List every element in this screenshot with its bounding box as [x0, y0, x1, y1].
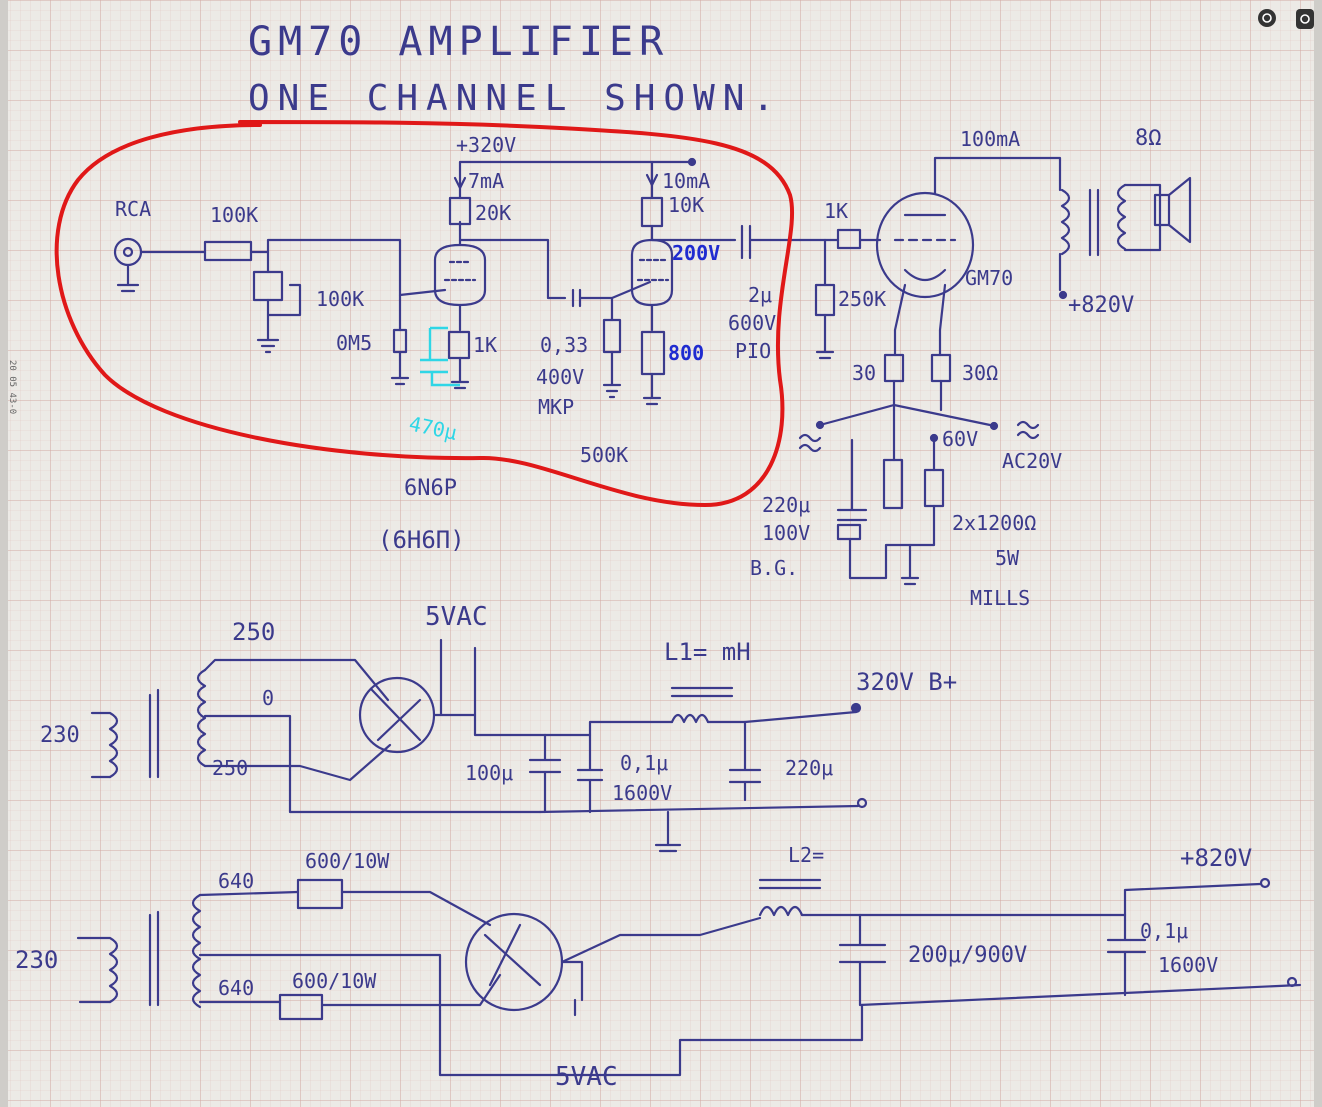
psu1-cap2-volt-label: 1600V — [612, 781, 672, 805]
bias-volt-label: 60V — [942, 427, 978, 451]
psu2-primary-label: 230 — [15, 946, 58, 974]
bias-res-brand-label: MILLS — [970, 586, 1030, 610]
bias-cap-label: 220μ — [762, 493, 810, 517]
psu2-output-label: +820V — [1180, 844, 1252, 872]
psu1-output-label: 320V B+ — [856, 668, 957, 696]
psu1-cap3-label: 220μ — [785, 756, 833, 780]
tag-icon[interactable] — [1296, 9, 1314, 29]
psu1-primary-label: 230 — [40, 723, 80, 748]
speaker-label: 8Ω — [1135, 126, 1162, 151]
grid2-leak-label: 500K — [580, 443, 628, 467]
input-stage — [113, 157, 802, 406]
psu2-cap2-value-label: 0,1μ — [1140, 919, 1188, 943]
bias-cap-volt-label: 100V — [762, 521, 810, 545]
psu1-cap1-label: 100μ — [465, 761, 513, 785]
coupling1-volt-label: 400V — [536, 365, 584, 389]
psu1-sec-top-label: 250 — [232, 618, 275, 646]
supply-label: +320V — [456, 133, 516, 157]
plate2-res-label: 10K — [668, 193, 704, 217]
psu1-center-label: 0 — [262, 686, 274, 710]
grid-leak-label: 0M5 — [336, 331, 372, 355]
gm70-tube — [875, 191, 975, 299]
rca-label: RCA — [115, 197, 151, 221]
bypass-capacitor — [420, 326, 460, 387]
plate-current-label: 100mA — [960, 127, 1020, 151]
coupling1-type-label: MKP — [538, 395, 574, 419]
graph-grid — [8, 0, 1314, 1107]
plate2-volt-label: 200V — [672, 241, 720, 265]
triode-2 — [630, 238, 674, 307]
filament-res2-label: 30Ω — [962, 361, 998, 385]
plate2-current-label: 10mA — [662, 169, 710, 193]
psu1-heater-label: 5VAC — [425, 602, 488, 632]
psu1-cap2-value-label: 0,1μ — [620, 751, 668, 775]
page-subtitle: ONE CHANNEL SHOWN. — [248, 78, 782, 119]
psu-320v — [90, 638, 868, 853]
psu1-choke-label: L1= mH — [664, 638, 751, 666]
tube1-alt-label: (6H6Π) — [378, 526, 465, 554]
cathode1-res-label: 1K — [473, 333, 497, 357]
psu2-sec-bot-label: 640 — [218, 976, 254, 1000]
psu2-cap1-label: 200μ/900V — [908, 943, 1027, 968]
psu2-res-bot-label: 600/10W — [292, 969, 377, 993]
psu2-res-top-label: 600/10W — [305, 849, 390, 873]
page-title: GM70 AMPLIFIER — [248, 19, 669, 65]
grid-stopper-label: 1K — [824, 199, 848, 223]
psu2-heater-label: 5VAC — [555, 1062, 618, 1092]
output-grid-leak-label: 250K — [838, 287, 886, 311]
output-stage — [798, 156, 1192, 586]
psu2-cap2-volt-label: 1600V — [1158, 953, 1218, 977]
filament-res1-label: 30 — [852, 361, 876, 385]
psu-820v — [76, 877, 1302, 1077]
b-plus-label: +820V — [1068, 293, 1134, 318]
speaker-icon — [1153, 193, 1171, 227]
filament-ac-label: AC20V — [1002, 449, 1062, 473]
triode-1 — [433, 243, 487, 307]
psu2-choke-label: L2= — [788, 843, 824, 867]
bias-cap-brand-label: B.G. — [750, 556, 798, 580]
bias-res-power-label: 5W — [995, 546, 1020, 570]
coupling2-volt-label: 600V — [728, 311, 776, 335]
coupling2-value-label: 2μ — [748, 283, 772, 307]
plate1-res-label: 20K — [475, 201, 511, 225]
tube1-label: 6N6P — [404, 476, 457, 501]
cathode2-res-label: 800 — [668, 341, 704, 365]
input-stage-highlight — [54, 120, 795, 508]
margin-mark: 20 05 43-0 — [7, 360, 17, 414]
coupling2-type-label: PIO — [735, 339, 771, 363]
psu2-sec-top-label: 640 — [218, 869, 254, 893]
psu1-sec-bot-label: 250 — [212, 756, 248, 780]
coupling1-value-label: 0,33 — [540, 333, 588, 357]
at-sign-icon[interactable] — [1258, 9, 1276, 27]
pot-label: 100K — [316, 287, 364, 311]
output-tube-label: GM70 — [965, 266, 1013, 290]
bias-res-label: 2x1200Ω — [952, 511, 1036, 535]
plate1-current-label: 7mA — [468, 169, 504, 193]
series-res-label: 100K — [210, 203, 258, 227]
